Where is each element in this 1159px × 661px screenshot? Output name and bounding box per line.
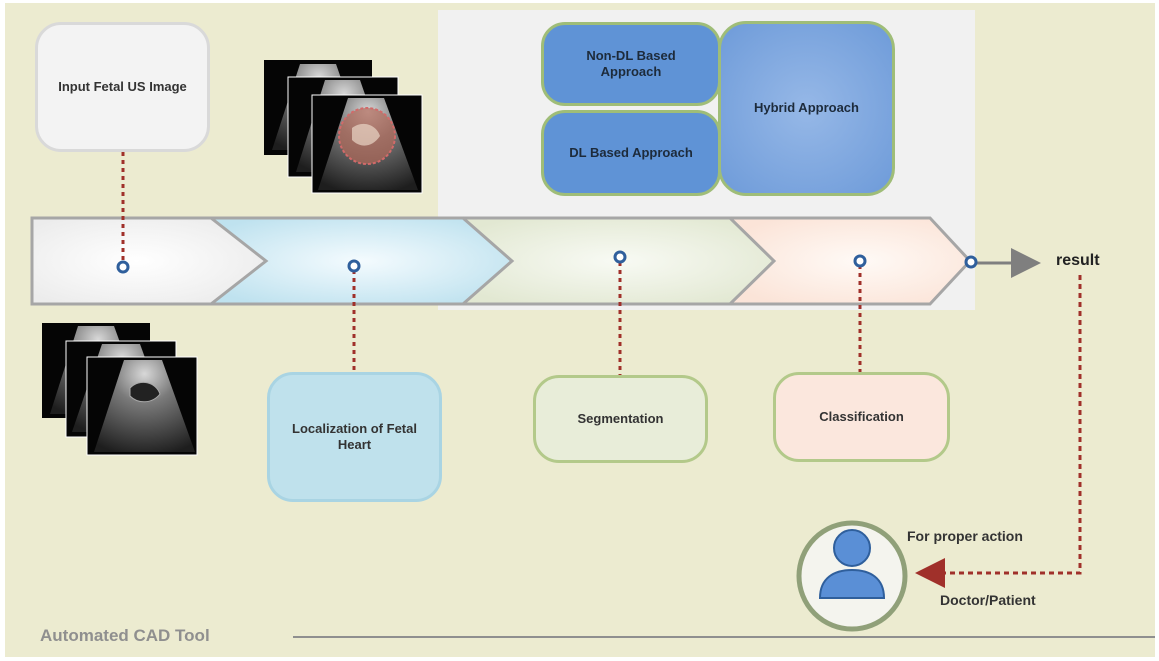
node-input xyxy=(116,260,130,274)
cad-tool-label: Automated CAD Tool xyxy=(40,626,210,645)
input-image-box: Input Fetal US Image xyxy=(35,22,210,152)
action-label: For proper action xyxy=(907,528,1023,544)
classification-box: Classification xyxy=(773,372,950,462)
localization-box: Localization of Fetal Heart xyxy=(267,372,442,502)
input-image-label: Input Fetal US Image xyxy=(58,78,187,94)
stage-input-chevron xyxy=(30,216,269,306)
hybrid-approach-label: Hybrid Approach xyxy=(754,100,859,116)
node-localization xyxy=(347,259,361,273)
ultrasound-stack-icon xyxy=(264,60,423,194)
result-label: result xyxy=(1056,252,1100,269)
segmentation-label: Segmentation xyxy=(577,410,664,426)
doctor-patient-label: Doctor/Patient xyxy=(940,592,1036,608)
dl-approach-label: DL Based Approach xyxy=(569,144,693,160)
non-dl-approach-label: Non-DL Based Approach xyxy=(586,47,676,79)
user-icon xyxy=(796,520,908,632)
connector-result-to-doctor xyxy=(915,275,1082,588)
dl-approach-box: DL Based Approach xyxy=(541,110,721,196)
node-output xyxy=(964,255,978,269)
localization-label: Localization of Fetal Heart xyxy=(292,420,417,452)
hybrid-approach-box: Hybrid Approach xyxy=(718,21,895,196)
segmentation-box: Segmentation xyxy=(533,375,708,463)
non-dl-approach-box: Non-DL Based Approach xyxy=(541,22,721,106)
node-classification xyxy=(853,254,867,268)
node-segmentation xyxy=(613,250,627,264)
classification-label: Classification xyxy=(819,408,904,424)
ultrasound-stack-icon xyxy=(42,323,198,456)
